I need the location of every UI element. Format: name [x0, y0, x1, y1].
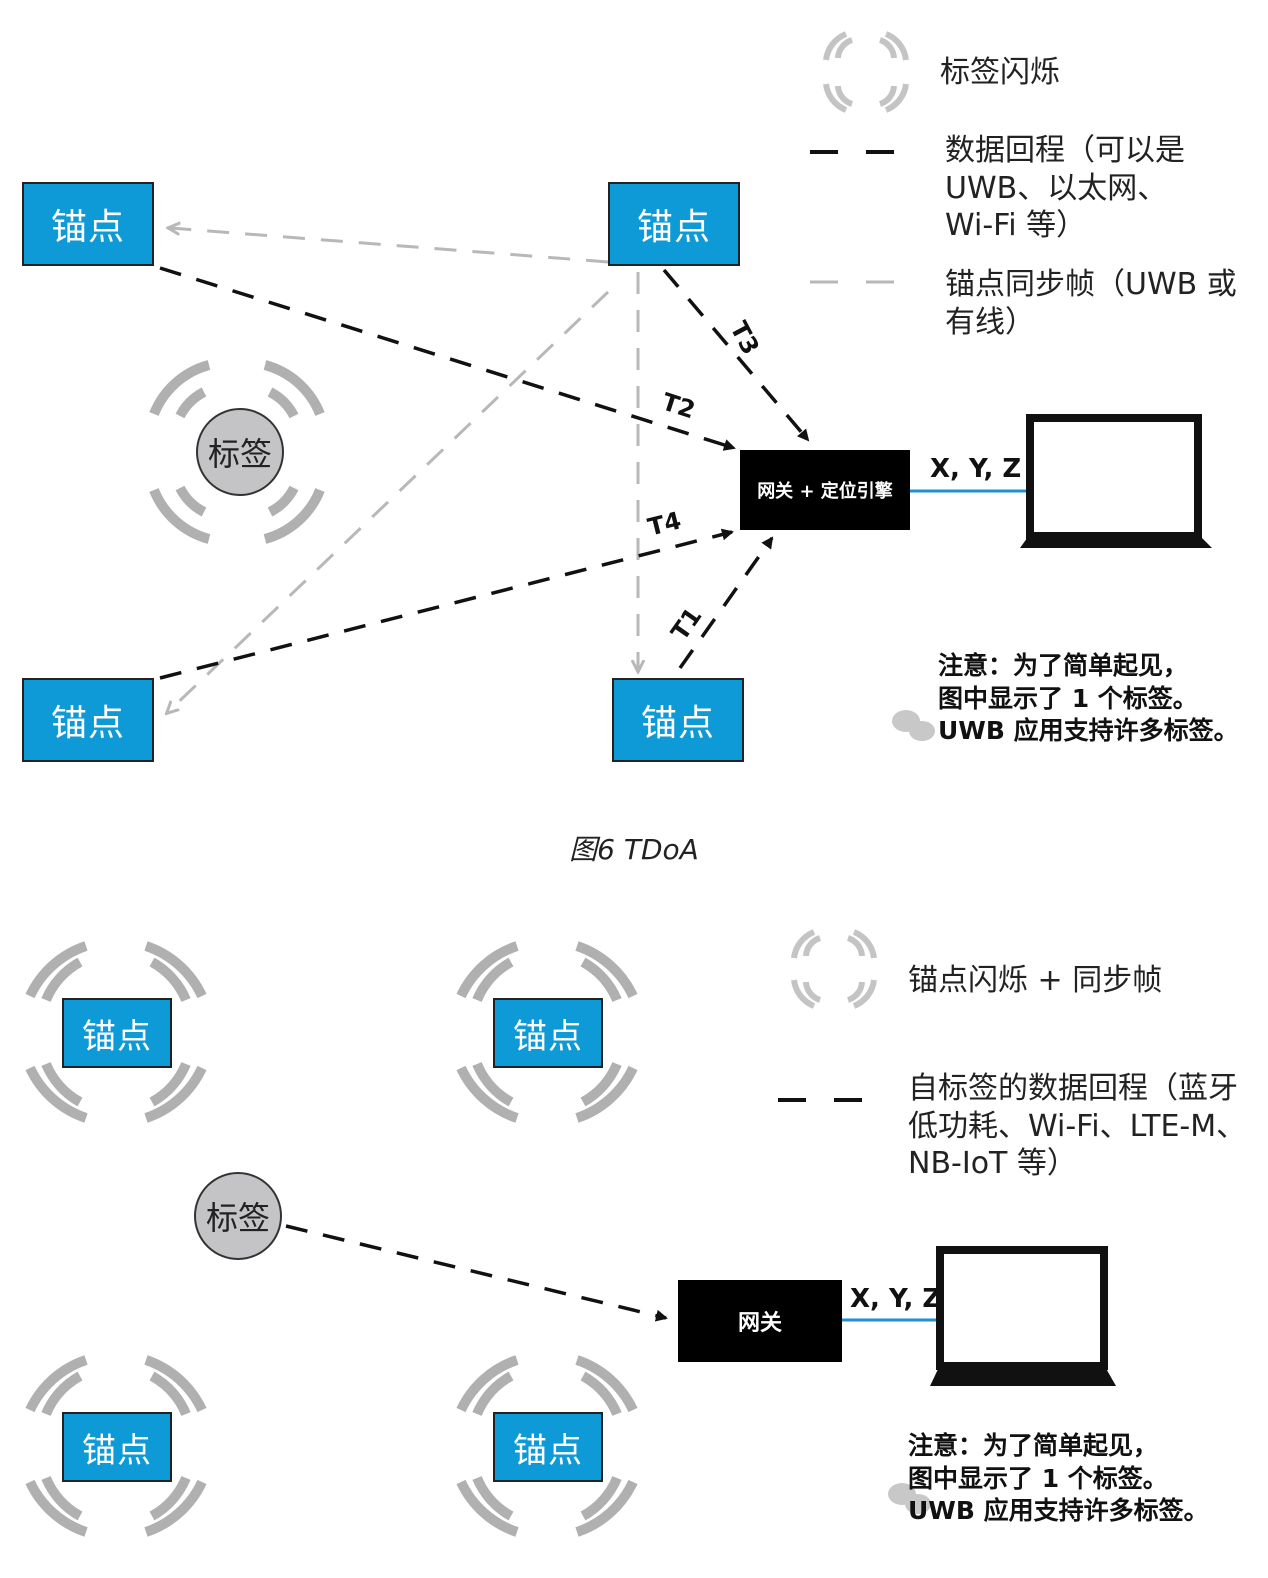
coords-label: X, Y, Z: [930, 454, 1022, 484]
anchor-blink-diagram: 锚点 锚点 锚点 锚点 标签 网关 X, Y, Z 锚点闪烁 + 同步帧 自标签…: [0, 910, 1268, 1578]
wechat-icon: [888, 1483, 931, 1514]
legend-backhaul-text: 自标签的数据回程（蓝牙 低功耗、Wi-Fi、LTE-M、 NB-IoT 等）: [908, 1070, 1246, 1183]
figure-caption: 图6 TDoA: [569, 833, 699, 866]
tag-node: 标签: [196, 408, 284, 496]
anchor-bottom-right: 锚点: [612, 678, 744, 762]
anchor-label: 锚点: [640, 703, 715, 744]
legend-backhaul-line-3: NB-IoT 等）: [908, 1146, 1077, 1181]
legend-backhaul-line-2: 低功耗、Wi-Fi、LTE-M、: [908, 1108, 1247, 1144]
note-line-2: 图中显示了 1 个标签。: [938, 683, 1198, 713]
anchor-bottom-left: 锚点: [62, 1412, 172, 1482]
backhaul-line-t4: [159, 528, 734, 680]
tdoa-connections: [149, 31, 1212, 741]
anchor-label: 锚点: [82, 1016, 152, 1057]
anchor-label: 锚点: [82, 1430, 152, 1471]
note-text: 注意：为了简单起见， 图中显示了 1 个标签。 UWB 应用支持许多标签。: [908, 1430, 1209, 1528]
blink-icon: [149, 360, 325, 544]
gateway-label: 网关 + 定位引擎: [757, 481, 893, 502]
legend-blink-icon: [823, 31, 909, 113]
tag-backhaul-line: [285, 1224, 668, 1322]
wechat-icon: [892, 710, 935, 741]
tag-node: 标签: [194, 1172, 282, 1260]
sync-lines: [168, 228, 638, 712]
laptop-icon: [1020, 414, 1212, 548]
blink-icon: [25, 941, 638, 1537]
legend-backhaul-line-3: Wi-Fi 等）: [945, 208, 1087, 243]
gateway: 网关: [678, 1280, 842, 1362]
anchor-label: 锚点: [513, 1430, 583, 1471]
anchor-label: 锚点: [50, 703, 125, 744]
note-line-1: 注意：为了简单起见，: [908, 1431, 1159, 1460]
anchor-label: 锚点: [513, 1016, 583, 1057]
legend-sync-text: 锚点同步帧（UWB 或 有线）: [945, 266, 1237, 341]
sync-line-to-bottom-left: [168, 290, 610, 712]
note-line-2: 图中显示了 1 个标签。: [908, 1463, 1168, 1493]
anchor-top-right: 锚点: [493, 998, 603, 1068]
backhaul-line-t1: [678, 536, 774, 670]
tag-label: 标签: [205, 1199, 270, 1237]
anchor-label: 锚点: [636, 207, 711, 248]
coords-label: X, Y, Z: [850, 1284, 942, 1314]
anchor-bottom-right: 锚点: [493, 1412, 603, 1482]
legend-sync-line-1: 锚点同步帧（UWB 或: [945, 267, 1237, 302]
legend-backhaul-text: 数据回程（可以是 UWB、以太网、 Wi-Fi 等）: [945, 132, 1185, 245]
sync-line-to-top-left: [170, 228, 609, 264]
gateway-label: 网关: [737, 1311, 782, 1336]
tdoa-diagram: 锚点 锚点 锚点 锚点 标签 网关 + 定位引擎 X, Y, Z T3 T2 T…: [22, 31, 1239, 762]
backhaul-line-t2: [159, 266, 736, 451]
legend-backhaul-line-1: 数据回程（可以是: [945, 133, 1185, 168]
laptop-icon: [930, 1246, 1116, 1386]
legend-backhaul-line-2: UWB、以太网、: [945, 170, 1168, 206]
fig2-connections: [25, 929, 1116, 1537]
note-line-3: UWB 应用支持许多标签。: [938, 716, 1239, 745]
anchor-label: 锚点: [50, 207, 125, 248]
anchor-bottom-left: 锚点: [22, 678, 154, 762]
anchor-top-left: 锚点: [62, 998, 172, 1068]
legend-blink-text: 标签闪烁: [940, 55, 1060, 90]
legend-sync-line-2: 有线）: [945, 304, 1035, 340]
legend-blink-text: 锚点闪烁 + 同步帧: [908, 963, 1163, 998]
legend-blink-icon: [791, 929, 877, 1009]
gateway-location-engine: 网关 + 定位引擎: [740, 450, 910, 530]
note-text: 注意：为了简单起见， 图中显示了 1 个标签。 UWB 应用支持许多标签。: [938, 650, 1239, 748]
tag-label: 标签: [207, 435, 272, 473]
note-line-1: 注意：为了简单起见，: [938, 651, 1189, 680]
anchor-top-left: 锚点: [22, 182, 154, 266]
legend-backhaul-line-1: 自标签的数据回程（蓝牙: [908, 1071, 1238, 1106]
backhaul-lines: [159, 266, 810, 680]
anchor-top-right: 锚点: [608, 182, 740, 266]
note-line-3: UWB 应用支持许多标签。: [908, 1496, 1209, 1525]
